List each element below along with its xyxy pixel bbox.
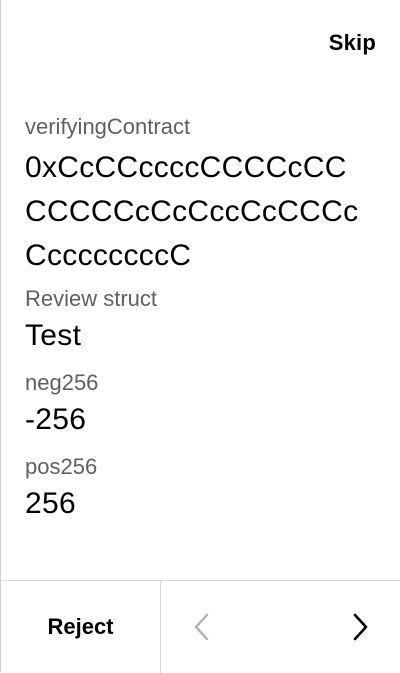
field-label-verifying-contract: verifyingContract [25, 114, 191, 139]
next-page-button[interactable] [345, 611, 375, 643]
field-value-neg256: -256 [25, 403, 87, 436]
previous-page-button[interactable] [187, 611, 217, 643]
field-label-review-struct: Review struct [25, 286, 158, 311]
chevron-left-icon [194, 613, 209, 641]
chevron-right-icon [353, 613, 368, 641]
field-value-review-struct: Test [25, 319, 82, 352]
footer-bar: Reject [1, 580, 400, 673]
field-label-neg256: neg256 [25, 370, 99, 395]
field-value-verifying-contract: 0xCcCCccccCCCCcCCCCCCCcCcCccCcCCCcCccccc… [25, 151, 359, 272]
page-navigation [161, 581, 400, 673]
skip-button[interactable]: Skip [328, 30, 376, 55]
reject-button[interactable]: Reject [1, 581, 161, 673]
field-label-pos256: pos256 [25, 454, 98, 479]
field-value-pos256: 256 [25, 487, 76, 520]
review-content: verifyingContract 0xCcCCccccCCCCcCCCCCCC… [25, 112, 376, 536]
